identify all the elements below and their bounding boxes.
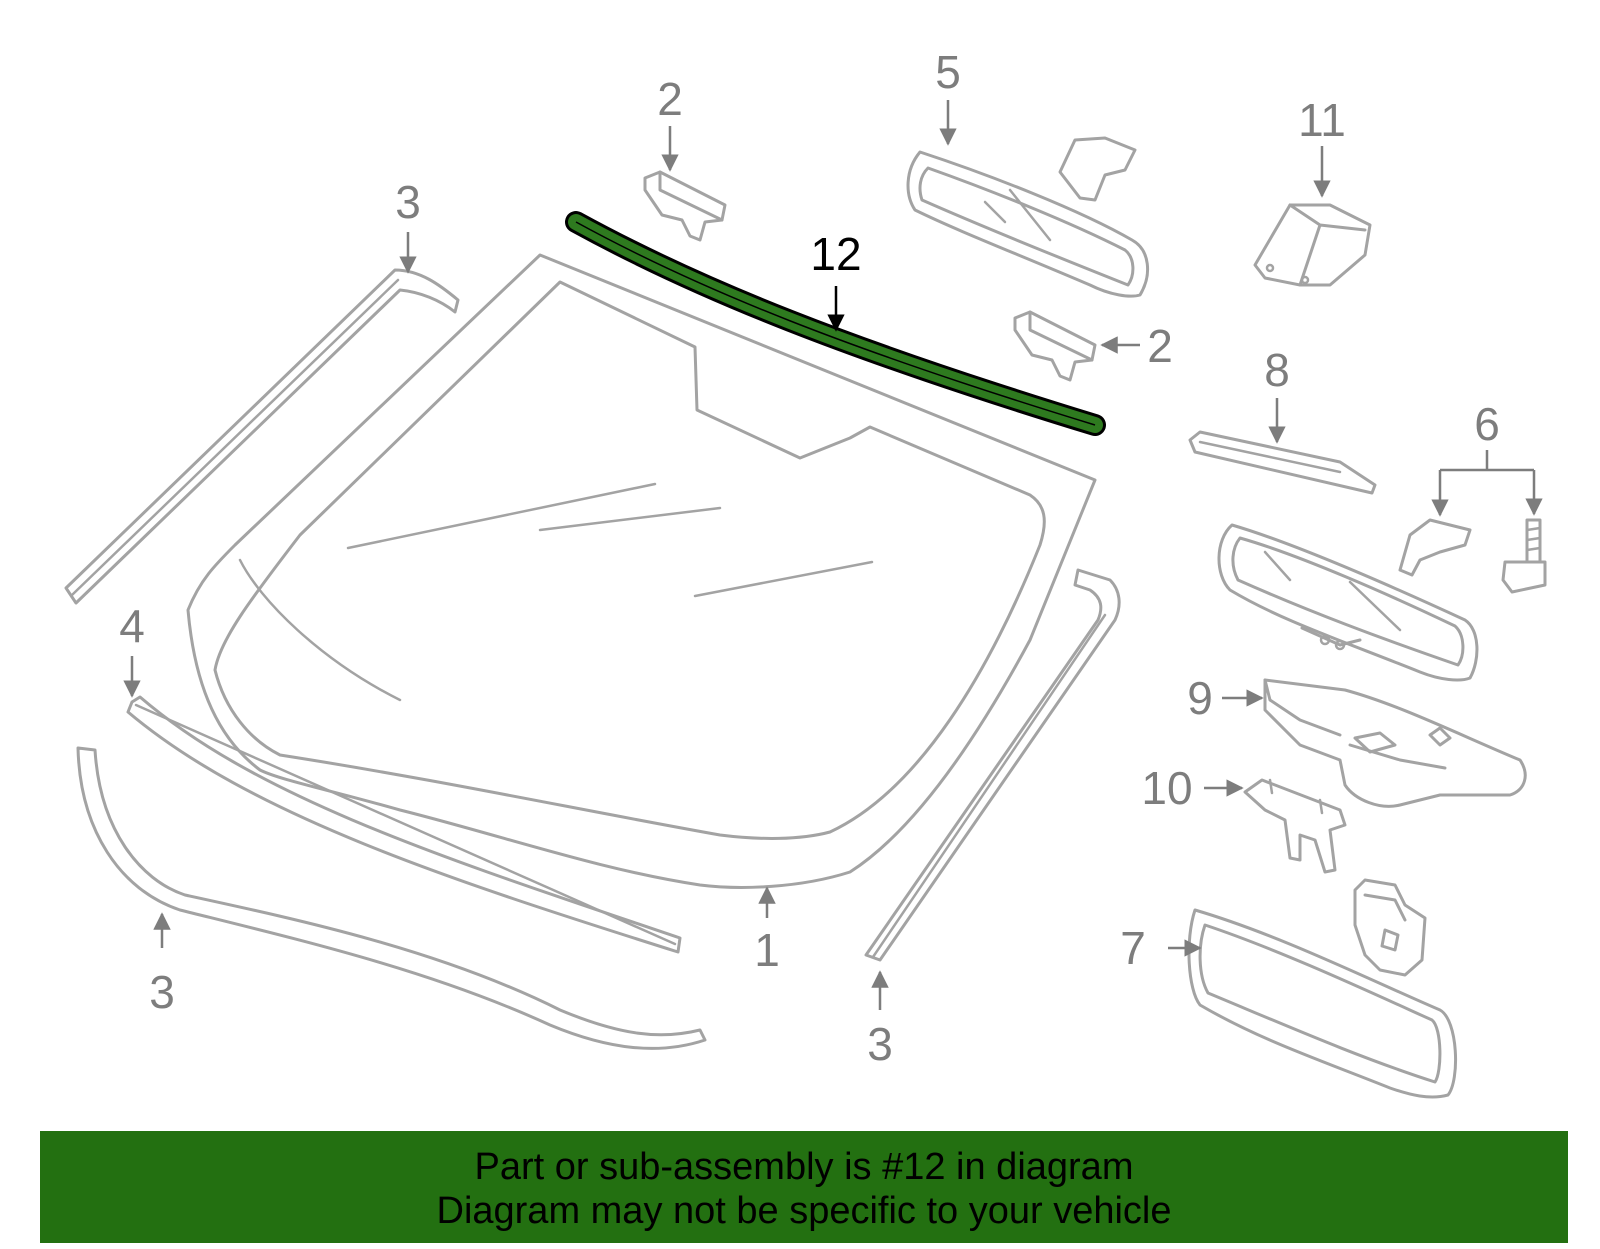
callout-12-highlighted: 12 <box>810 228 861 280</box>
callout-4: 4 <box>119 600 145 652</box>
mirror-part-6 <box>1217 518 1479 682</box>
trim-strip-part-8 <box>1188 430 1377 495</box>
banner-line-part-number: Part or sub-assembly is #12 in diagram <box>474 1146 1134 1188</box>
mirror-part-5 <box>906 136 1150 298</box>
callout-2-upper: 2 <box>657 73 683 125</box>
clip-part-2-upper <box>643 170 727 242</box>
callout-1: 1 <box>754 924 780 976</box>
bolt-part-6 <box>1501 518 1547 594</box>
sensor-part-11 <box>1253 203 1372 287</box>
callout-2-lower: 2 <box>1147 320 1173 372</box>
windshield-part-1 <box>186 253 1097 889</box>
callout-5: 5 <box>935 46 961 98</box>
info-banner: Part or sub-assembly is #12 in diagram D… <box>40 1131 1568 1243</box>
parts-diagram: 1 2 2 3 3 3 4 5 6 7 8 9 10 11 12 <box>64 46 1547 1099</box>
clip-part-2-lower <box>1013 310 1097 382</box>
callout-8: 8 <box>1264 344 1290 396</box>
callout-3-bottom: 3 <box>149 966 175 1018</box>
callout-11: 11 <box>1298 94 1346 146</box>
top-molding-part-12 <box>565 211 1106 436</box>
callout-6: 6 <box>1474 398 1500 450</box>
callout-7: 7 <box>1120 922 1146 974</box>
mirror-part-7 <box>1187 878 1458 1099</box>
bracket-part-10 <box>1243 778 1347 874</box>
cover-part-9 <box>1263 678 1527 808</box>
callout-arrows <box>123 100 1543 1010</box>
side-molding-right-part-3 <box>864 568 1121 962</box>
banner-line-disclaimer: Diagram may not be specific to your vehi… <box>436 1190 1172 1232</box>
bottom-molding-part-3 <box>76 746 707 1050</box>
callout-10: 10 <box>1141 762 1192 814</box>
callout-3-right: 3 <box>867 1018 893 1070</box>
callout-3-upper-left: 3 <box>395 176 421 228</box>
cowl-seal-part-4 <box>126 695 682 954</box>
callout-9: 9 <box>1187 672 1213 724</box>
